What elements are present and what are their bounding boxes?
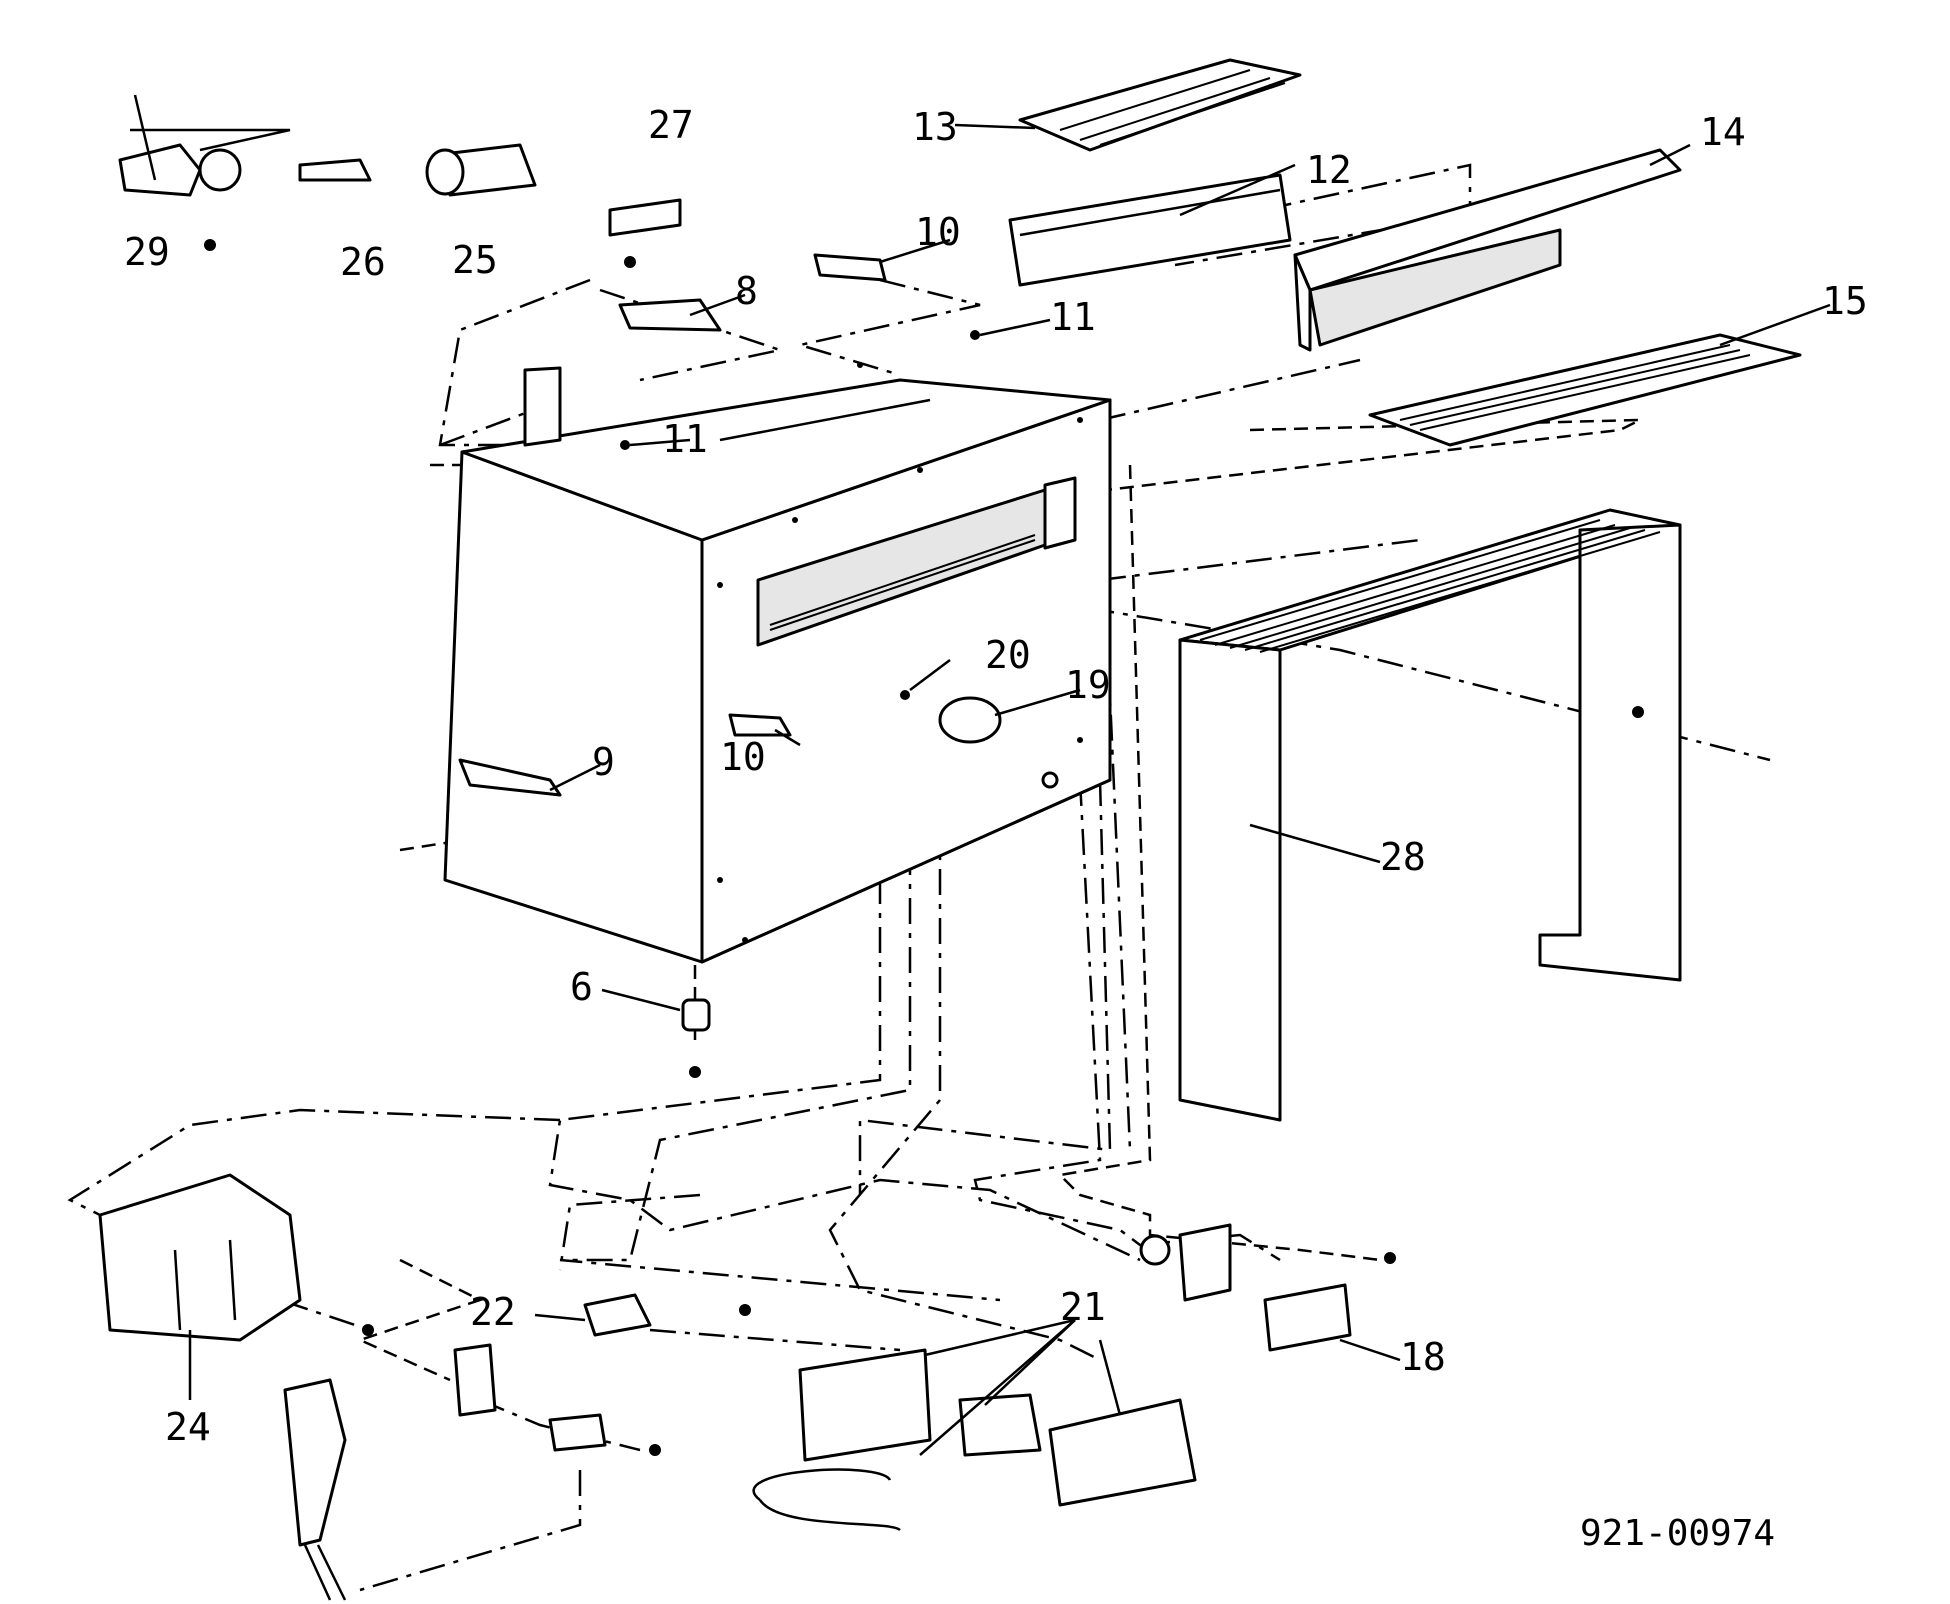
latch-8 — [618, 298, 722, 332]
wire-route-7 — [828, 820, 1101, 1362]
assembly-line-bracket-27 — [438, 278, 900, 447]
cord-clamp-22 — [583, 1293, 652, 1337]
rack-13-grid — [1059, 69, 1286, 146]
bracket-plate — [1178, 1223, 1232, 1302]
wire-route-5 — [548, 780, 1141, 1262]
callout-13: 13 — [912, 105, 958, 149]
harness-21-wire — [752, 1468, 892, 1501]
leader-lines — [133, 94, 1831, 1456]
grill-15-pattern — [1399, 344, 1751, 431]
callout-24: 24 — [165, 1405, 211, 1449]
assembly-line-clamp-22 — [649, 1328, 901, 1352]
lower-parts — [98, 1173, 1396, 1601]
callout-29: 29 — [124, 230, 170, 274]
lamp-26 — [298, 158, 372, 182]
wire-route-8 — [558, 1193, 701, 1271]
lamp-holder-29-tab — [130, 128, 291, 152]
assembly-line-switch-plate — [479, 1398, 641, 1452]
knob — [1139, 1234, 1171, 1266]
cover-14-end — [1293, 253, 1312, 352]
bracket-27 — [608, 198, 682, 237]
wire-route-transformer — [67, 1108, 561, 1222]
rack-13 — [1018, 58, 1302, 152]
bracket-9 — [458, 758, 562, 797]
relay-21b — [1048, 1398, 1197, 1507]
assembly-line-cover-14 — [1099, 358, 1361, 422]
wire-route-cord — [359, 1470, 582, 1592]
assembly-line-clip-10 — [795, 278, 981, 377]
power-cord-wire — [303, 1544, 347, 1601]
relay-21a — [958, 1393, 1042, 1457]
wire-route-3 — [1057, 464, 1381, 1262]
callout-10-top: 10 — [915, 210, 961, 254]
transformer-24 — [98, 1173, 302, 1342]
callout-22: 22 — [470, 1290, 516, 1334]
callout-11-left: 11 — [662, 417, 708, 461]
callout-8: 8 — [735, 269, 758, 313]
callout-21: 21 — [1060, 1285, 1106, 1329]
frame-28 — [1178, 508, 1682, 1122]
transformer-24-laminations — [173, 1239, 237, 1331]
mounting-plate — [453, 1343, 497, 1417]
clip-10-top — [813, 253, 887, 282]
callout-12: 12 — [1306, 148, 1352, 192]
tray-12-rim — [1019, 188, 1281, 237]
callout-28: 28 — [1380, 835, 1426, 879]
foot-6 — [681, 998, 711, 1032]
wire-route-4 — [858, 779, 1112, 1195]
power-cord-plug — [283, 1378, 347, 1547]
callout-20: 20 — [985, 633, 1031, 677]
callout-25: 25 — [452, 238, 498, 282]
callout-11-right: 11 — [1050, 295, 1096, 339]
display-window-hatch — [769, 534, 1036, 631]
cabinet-rear-tab — [523, 366, 562, 447]
circuit-board-21 — [798, 1348, 932, 1462]
cover-14-face — [1308, 228, 1562, 347]
switch-18 — [1263, 1283, 1352, 1352]
assembly-line-frame-top — [1099, 538, 1421, 582]
switch-19 — [938, 696, 1002, 744]
power-switch — [548, 1413, 607, 1452]
callout-19: 19 — [1065, 663, 1111, 707]
cabinet-side-panel — [1043, 476, 1077, 550]
document-number: 921-00974 — [1580, 1513, 1775, 1554]
lamp-holder-29-socket — [198, 148, 242, 192]
small-parts-upper — [118, 128, 1644, 1078]
main-cabinet — [443, 362, 1112, 964]
assembly-line-tray-12 — [1169, 163, 1472, 267]
callout-18: 18 — [1400, 1335, 1446, 1379]
lamp-cover-25-lens — [425, 148, 465, 196]
wire-route-2 — [973, 779, 1281, 1262]
top-parts — [1008, 58, 1802, 447]
grommet — [1041, 771, 1059, 789]
callout-14: 14 — [1700, 110, 1746, 154]
callout-26: 26 — [340, 240, 386, 284]
callout-10-front: 10 — [720, 735, 766, 779]
frame-left-leg — [1178, 638, 1282, 1122]
wire-route-plate — [356, 1258, 484, 1382]
lamp-holder-29 — [118, 143, 202, 197]
cabinet-top-seam — [719, 398, 931, 442]
cabinet-edge — [461, 450, 704, 962]
assembly-lines — [67, 163, 1771, 1592]
frame-vent-slots — [1199, 519, 1661, 653]
clip-10-front — [728, 713, 792, 737]
callout-15: 15 — [1822, 279, 1868, 323]
tray-12 — [1008, 173, 1292, 287]
assembly-line-transformer-screw — [189, 1268, 371, 1332]
callout-9: 9 — [592, 740, 615, 784]
callout-6: 6 — [570, 965, 593, 1009]
callout-27: 27 — [648, 103, 694, 147]
callout-labels: 13 12 14 15 27 10 8 11 11 29 26 25 20 19… — [124, 103, 1868, 1554]
harness-21-wire-2 — [758, 1499, 901, 1532]
frame-right-leg — [1538, 523, 1682, 982]
